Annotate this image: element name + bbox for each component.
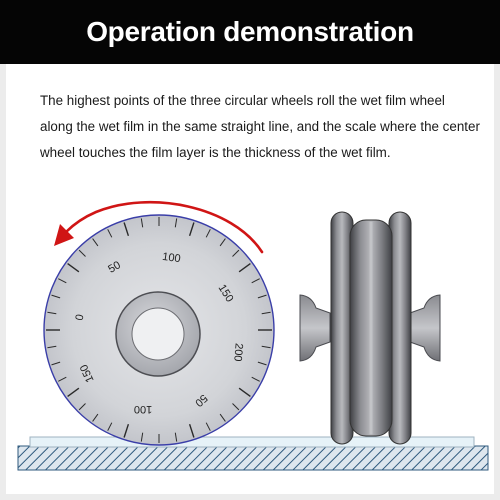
dial-label-100: 100 (161, 251, 181, 265)
dial-tick (261, 345, 271, 349)
dial-tick (92, 413, 99, 422)
dial-tick (47, 311, 57, 315)
dial-tick (67, 263, 80, 273)
page-header: Operation demonstration (0, 0, 500, 64)
page-title: Operation demonstration (86, 16, 414, 47)
dial-tick (251, 376, 260, 382)
dial-tick (188, 423, 195, 438)
dial-tick (78, 403, 86, 411)
dial-center-hole (131, 307, 185, 361)
dial-tick (232, 403, 240, 411)
dial-tick (78, 249, 86, 257)
dial-tick (205, 422, 211, 431)
dial-tick (140, 432, 144, 442)
dial-tick (261, 311, 271, 315)
dial-tick (238, 387, 251, 397)
side-wheel (299, 211, 441, 445)
dial-tick (232, 249, 240, 257)
dial-tick (92, 238, 99, 247)
dial-label-100-lower: 100 (134, 403, 152, 415)
dial-tick (140, 218, 144, 228)
dial-label-50: 50 (106, 259, 123, 276)
dial-tick (123, 423, 130, 438)
dial-ticks (46, 217, 272, 443)
dial-tick (51, 294, 61, 299)
dial-tick (174, 432, 178, 442)
left-hub (299, 294, 331, 362)
wet-film-layer (29, 436, 475, 448)
dial-tick (174, 218, 178, 228)
dial-tick (58, 278, 67, 284)
dial-tick (238, 263, 251, 273)
dial-tick (47, 345, 57, 349)
dial-tick (257, 361, 267, 366)
dial-tick (67, 387, 80, 397)
dial-tick (205, 229, 211, 238)
right-hub (409, 294, 441, 362)
curved-arrow-icon (54, 201, 264, 254)
dial-tick (107, 422, 113, 431)
graduated-dial: 0 50 100 150 200 50 100 150 (43, 214, 275, 446)
substrate-base (17, 445, 489, 471)
dial-label-200: 200 (231, 343, 245, 362)
dial-tick (219, 238, 226, 247)
dial-tick (219, 413, 226, 422)
dial-tick (123, 222, 130, 237)
dial-tick (251, 278, 260, 284)
dial-label-0: 0 (74, 313, 87, 321)
dial-tick (58, 376, 67, 382)
dial-tick (188, 222, 195, 237)
dial-tick (51, 361, 61, 366)
description-text: The highest points of the three circular… (40, 93, 480, 160)
dial-tick (107, 229, 113, 238)
dial-tick (257, 294, 267, 299)
